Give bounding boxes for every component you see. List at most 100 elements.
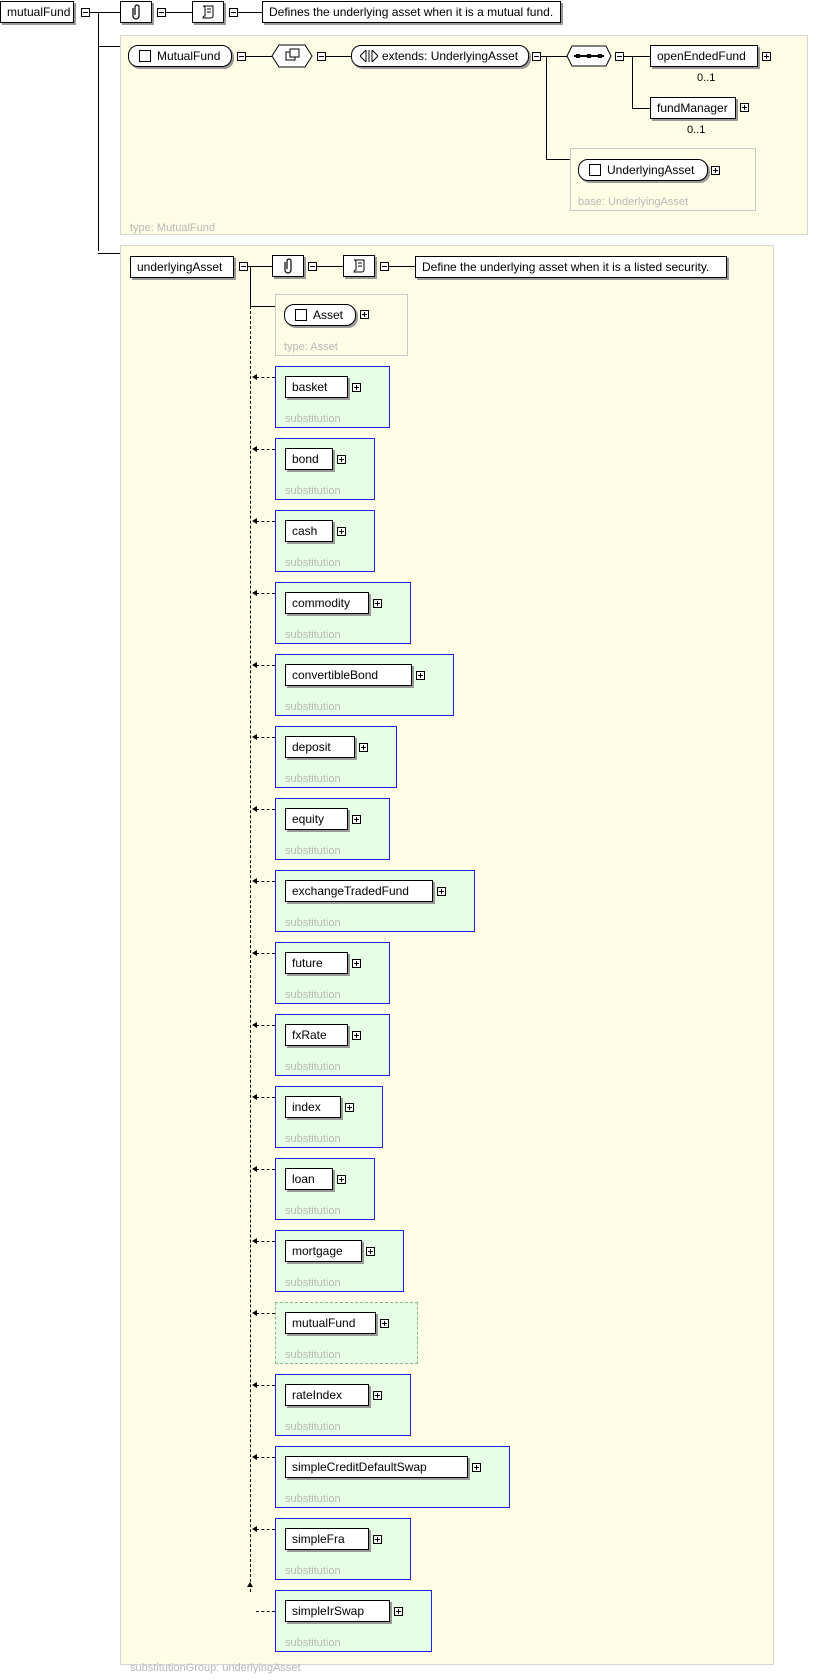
expand-toggle[interactable] — [416, 671, 425, 680]
expand-toggle[interactable] — [337, 1175, 346, 1184]
arrow-left-icon — [252, 806, 257, 812]
occurrence-label: 0..1 — [697, 72, 716, 84]
expand-toggle[interactable] — [360, 310, 369, 319]
collapse-toggle[interactable] — [239, 262, 248, 271]
collapse-toggle[interactable] — [380, 262, 389, 271]
complex-type-icon — [295, 309, 307, 321]
complex-type-underlyingasset[interactable]: UnderlyingAsset — [578, 159, 708, 181]
expand-toggle[interactable] — [352, 1031, 361, 1040]
arrow-left-icon — [252, 1382, 257, 1388]
arrow-left-icon — [252, 878, 257, 884]
expand-toggle[interactable] — [345, 1103, 354, 1112]
substitution-group — [120, 245, 774, 1665]
substitution-connector — [256, 1025, 275, 1026]
extends-underlyingasset[interactable]: extends: UnderlyingAsset — [351, 45, 529, 67]
element-mutualfund[interactable]: mutualFund — [285, 1312, 376, 1334]
arrow-left-icon — [252, 518, 257, 524]
arrow-left-icon — [252, 1094, 257, 1100]
element-exchangetradedfund[interactable]: exchangeTradedFund — [285, 880, 433, 902]
documentation-text: Defines the underlying asset when it is … — [262, 1, 561, 23]
expand-toggle[interactable] — [472, 1463, 481, 1472]
expand-toggle[interactable] — [352, 959, 361, 968]
arrow-left-icon — [252, 1454, 257, 1460]
expand-toggle[interactable] — [373, 1391, 382, 1400]
expand-toggle[interactable] — [373, 599, 382, 608]
collapse-toggle[interactable] — [308, 262, 317, 271]
expand-toggle[interactable] — [373, 1535, 382, 1544]
element-bond[interactable]: bond — [285, 448, 333, 470]
collapse-toggle[interactable] — [532, 52, 541, 61]
element-simplefra[interactable]: simpleFra — [285, 1528, 369, 1550]
substitution-connector — [256, 1313, 275, 1314]
arrow-left-icon — [252, 1022, 257, 1028]
substitution-caption: substitution — [285, 1133, 341, 1145]
element-convertiblebond[interactable]: convertibleBond — [285, 664, 412, 686]
element-rateindex[interactable]: rateIndex — [285, 1384, 369, 1406]
substitution-caption: substitution — [285, 701, 341, 713]
collapse-toggle[interactable] — [237, 52, 246, 61]
element-equity[interactable]: equity — [285, 808, 348, 830]
collapse-toggle[interactable] — [81, 8, 90, 17]
expand-toggle[interactable] — [337, 455, 346, 464]
paperclip-icon — [272, 255, 304, 277]
collapse-toggle[interactable] — [157, 8, 166, 17]
element-fxrate[interactable]: fxRate — [285, 1024, 348, 1046]
collapse-toggle[interactable] — [615, 52, 624, 61]
substitution-connector — [256, 953, 275, 954]
substitution-connector — [256, 1611, 275, 1612]
expand-toggle[interactable] — [380, 1319, 389, 1328]
substitution-caption: substitution — [285, 557, 341, 569]
complex-type-icon — [589, 164, 601, 176]
element-deposit[interactable]: deposit — [285, 736, 355, 758]
arrow-left-icon — [252, 1238, 257, 1244]
substitution-caption: substitution — [285, 485, 341, 497]
expand-toggle[interactable] — [762, 52, 771, 61]
documentation-text: Define the underlying asset when it is a… — [415, 256, 727, 278]
substitution-connector — [256, 1529, 275, 1530]
arrow-left-icon — [252, 662, 257, 668]
element-underlyingasset[interactable]: underlyingAsset — [130, 256, 234, 278]
substitution-connector — [256, 881, 275, 882]
scroll-icon — [192, 1, 224, 23]
sequence-icon — [566, 45, 612, 67]
element-fundmanager[interactable]: fundManager — [650, 97, 736, 119]
element-future[interactable]: future — [285, 952, 348, 974]
substitution-caption: substitution — [285, 1637, 341, 1649]
complex-type-mutualfund[interactable]: MutualFund — [128, 45, 232, 67]
collapse-toggle[interactable] — [317, 52, 326, 61]
arrow-left-icon — [252, 734, 257, 740]
complex-type-asset[interactable]: Asset — [284, 304, 356, 326]
expand-toggle[interactable] — [366, 1247, 375, 1256]
element-commodity[interactable]: commodity — [285, 592, 369, 614]
element-cash[interactable]: cash — [285, 520, 333, 542]
complex-type-icon — [139, 50, 151, 62]
expand-toggle[interactable] — [352, 383, 361, 392]
extension-icon — [360, 50, 378, 62]
element-loan[interactable]: loan — [285, 1168, 333, 1190]
occurrence-label: 0..1 — [687, 124, 706, 136]
expand-toggle[interactable] — [740, 103, 749, 112]
element-simpleirswap[interactable]: simpleIrSwap — [285, 1600, 390, 1622]
expand-toggle[interactable] — [352, 815, 361, 824]
expand-toggle[interactable] — [394, 1607, 403, 1616]
element-index[interactable]: index — [285, 1096, 341, 1118]
expand-toggle[interactable] — [711, 166, 720, 175]
substitution-connector — [256, 737, 275, 738]
element-openendedfund[interactable]: openEndedFund — [650, 45, 758, 67]
substitution-caption: substitution — [285, 1349, 341, 1361]
paperclip-icon — [120, 1, 152, 23]
expand-toggle[interactable] — [337, 527, 346, 536]
substitution-connector — [256, 1169, 275, 1170]
element-basket[interactable]: basket — [285, 376, 348, 398]
element-simplecreditdefaultswap[interactable]: simpleCreditDefaultSwap — [285, 1456, 468, 1478]
root-element-mutualfund[interactable]: mutualFund — [0, 1, 74, 23]
expand-toggle[interactable] — [437, 887, 446, 896]
base-type-caption: base: UnderlyingAsset — [578, 196, 689, 208]
substitution-caption: substitution — [285, 1493, 341, 1505]
element-mortgage[interactable]: mortgage — [285, 1240, 362, 1262]
arrow-left-icon — [252, 590, 257, 596]
type-caption: type: MutualFund — [130, 222, 215, 234]
expand-toggle[interactable] — [359, 743, 368, 752]
arrow-left-icon — [252, 950, 257, 956]
collapse-toggle[interactable] — [229, 8, 238, 17]
